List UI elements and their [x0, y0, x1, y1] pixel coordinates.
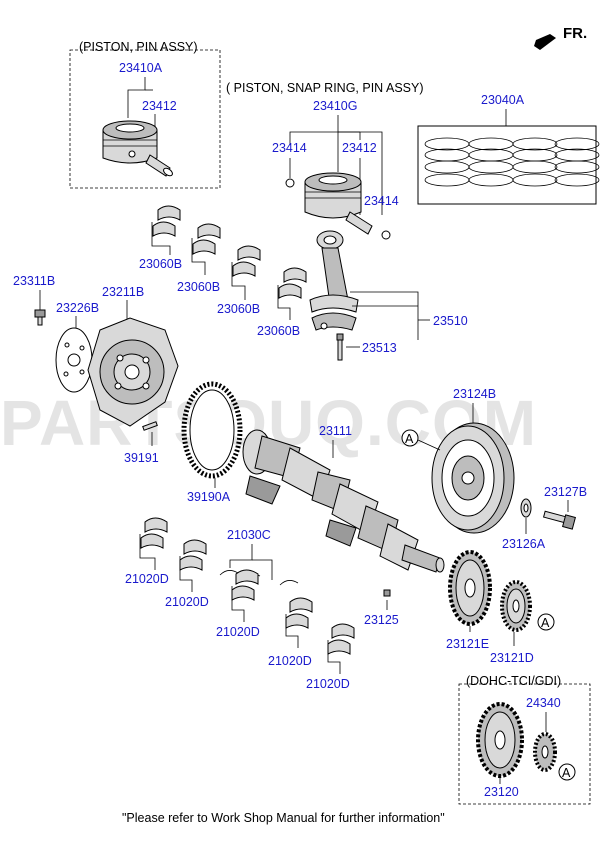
snap-ring-icon	[285, 178, 295, 188]
part-23126A[interactable]: 23126A	[502, 537, 546, 551]
dohc-tci-gdi-group: (DOHC-TCI/GDI) 24340 A 23120	[458, 674, 591, 805]
crankshaft-group: 23111 23125	[242, 424, 445, 627]
flexplate-icon	[87, 317, 179, 427]
thrust-washer-icon	[219, 570, 299, 586]
piston-pin-icon-b	[345, 211, 373, 235]
bearing-shell-icon-1	[152, 205, 181, 237]
main-bearings-group: 21030C 21020D 21020D 21020D	[125, 517, 355, 691]
piston-ring-set-group: 23040A	[417, 93, 600, 205]
oil-pump-sprocket-icon	[476, 702, 524, 778]
part-23040A[interactable]: 23040A	[481, 93, 525, 107]
small-gear-icon	[533, 732, 557, 772]
connecting-rod-group: 23510 23513	[309, 230, 468, 361]
front-label: FR.	[563, 25, 587, 42]
part-23060B-3[interactable]: 23060B	[217, 302, 260, 316]
crankshaft-icon	[242, 429, 445, 573]
main-bearing-icon-1	[140, 517, 168, 549]
part-23311B[interactable]: 23311B	[13, 274, 55, 288]
dohc-tci-gdi-box	[458, 683, 591, 805]
piston-pin-assy-heading: (PISTON, PIN ASSY)	[79, 40, 198, 54]
piston-rings-icon	[424, 137, 600, 187]
damper-pulley-icon	[431, 422, 515, 534]
snap-ring-icon-b	[381, 230, 391, 240]
part-23121E[interactable]: 23121E	[446, 637, 489, 651]
piston-icon-b	[304, 172, 362, 219]
part-24340[interactable]: 24340	[526, 696, 561, 710]
part-21030C[interactable]: 21030C	[227, 528, 271, 542]
part-23121D[interactable]: 23121D	[490, 651, 534, 665]
pulley-bolt-icon	[542, 510, 576, 530]
sprocket-icon-small	[500, 580, 532, 632]
connecting-rod-icon	[309, 230, 359, 331]
part-23513[interactable]: 23513	[362, 341, 397, 355]
ring-gear-icon	[181, 381, 243, 479]
conrod-bearings-group: 23060B 23060B 23060B 23060B	[139, 205, 307, 338]
part-23060B-1[interactable]: 23060B	[139, 257, 182, 271]
reference-a-label-3: A	[562, 766, 571, 780]
crank-sprockets-group: 23121E 23121D A	[446, 550, 555, 665]
piston-pin-icon	[145, 154, 173, 177]
front-arrow-icon	[534, 34, 556, 50]
main-bearing-icon-3	[231, 569, 259, 601]
part-21020D-5[interactable]: 21020D	[306, 677, 350, 691]
reference-a-marker-2	[537, 613, 555, 631]
part-23060B-4[interactable]: 23060B	[257, 324, 300, 338]
reference-a-marker-3	[558, 763, 576, 781]
part-23410A[interactable]: 23410A	[119, 61, 163, 75]
part-21020D-3[interactable]: 21020D	[216, 625, 260, 639]
bearing-shell-icon-2	[192, 223, 221, 255]
reference-a-label-2: A	[541, 616, 550, 630]
footer-note: "Please refer to Work Shop Manual for fu…	[122, 811, 445, 825]
reference-a-marker-1	[401, 429, 419, 447]
piston-pin-assy-box	[69, 49, 221, 189]
front-direction-indicator: FR.	[534, 25, 587, 50]
part-21020D-1[interactable]: 21020D	[125, 572, 169, 586]
part-23124B[interactable]: 23124B	[453, 387, 496, 401]
part-23211B[interactable]: 23211B	[102, 285, 144, 299]
bearing-shell-icon-3	[232, 245, 261, 277]
sprocket-icon-large	[448, 550, 492, 626]
bolt-icon	[34, 309, 46, 326]
washer-icon	[520, 498, 532, 518]
damper-pulley-group: 23124B A 23126A 23127B	[401, 387, 587, 551]
main-bearing-icon-5	[327, 623, 355, 655]
part-23414-left[interactable]: 23414	[272, 141, 307, 155]
drive-plate-group: 23311B 23226B 23211B	[13, 274, 243, 504]
part-23510[interactable]: 23510	[433, 314, 468, 328]
piston-snap-ring-pin-assy-group: ( PISTON, SNAP RING, PIN ASSY) 23410G 23…	[226, 81, 424, 240]
woodruff-key-icon	[383, 589, 391, 597]
part-23120[interactable]: 23120	[484, 785, 519, 799]
main-bearing-icon-2	[179, 539, 207, 571]
part-23127B[interactable]: 23127B	[544, 485, 587, 499]
part-21020D-4[interactable]: 21020D	[268, 654, 312, 668]
reference-a-label-1: A	[405, 432, 414, 446]
dohc-tci-gdi-heading: (DOHC-TCI/GDI)	[466, 674, 561, 688]
part-39190A[interactable]: 39190A	[187, 490, 231, 504]
part-21020D-2[interactable]: 21020D	[165, 595, 209, 609]
piston-snap-ring-pin-assy-heading: ( PISTON, SNAP RING, PIN ASSY)	[226, 81, 424, 95]
part-23414-right[interactable]: 23414	[364, 194, 399, 208]
piston-pin-assy-group: (PISTON, PIN ASSY) 23410A 23412	[69, 40, 221, 189]
part-39191[interactable]: 39191	[124, 451, 159, 465]
adapter-plate-icon	[55, 327, 93, 393]
dowel-pin-icon	[142, 421, 158, 431]
part-23412-a[interactable]: 23412	[142, 99, 177, 113]
part-23060B-2[interactable]: 23060B	[177, 280, 220, 294]
part-23125[interactable]: 23125	[364, 613, 399, 627]
part-23410G[interactable]: 23410G	[313, 99, 357, 113]
main-bearing-icon-4	[285, 597, 313, 629]
part-23226B[interactable]: 23226B	[56, 301, 99, 315]
bearing-shell-icon-4	[278, 267, 307, 299]
conrod-bolt-icon	[336, 333, 344, 361]
part-23111[interactable]: 23111	[319, 424, 352, 438]
part-23412-b[interactable]: 23412	[342, 141, 377, 155]
piston-icon	[102, 120, 158, 164]
